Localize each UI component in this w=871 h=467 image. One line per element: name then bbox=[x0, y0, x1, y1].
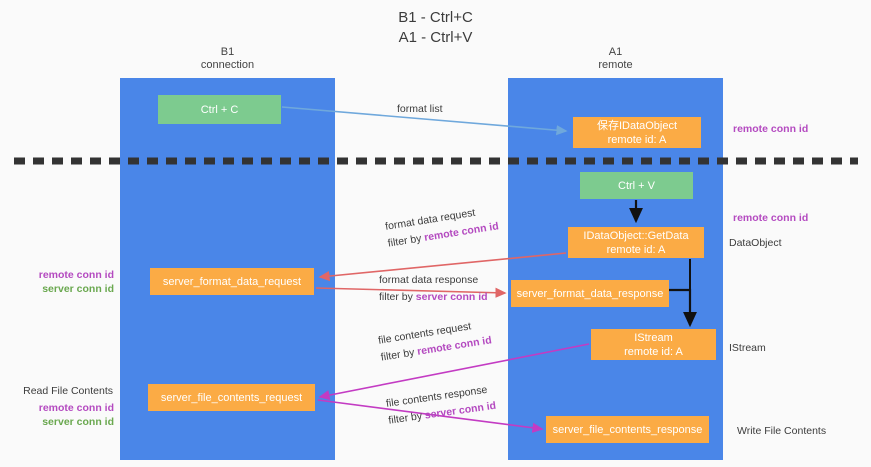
edge-label-format-data-response: format data response filter by server co… bbox=[379, 272, 488, 306]
node-ctrl-v-label: Ctrl + V bbox=[618, 179, 655, 192]
side-label-read-file-contents: Read File Contents bbox=[23, 385, 113, 397]
edge-label-format-data-response-line1: format data response bbox=[379, 274, 479, 286]
node-server-format-data-response-label: server_format_data_response bbox=[516, 287, 664, 300]
node-idataobject-getdata[interactable]: IDataObject::GetData remote id: A bbox=[568, 227, 704, 258]
page-title: B1 - Ctrl+C A1 - Ctrl+V bbox=[0, 8, 871, 48]
node-save-idataobject[interactable]: 保存IDataObject remote id: A bbox=[573, 117, 701, 148]
edge-label-file-contents-request: file contents request filter by remote c… bbox=[377, 315, 493, 366]
side-label-dataobject: DataObject bbox=[729, 237, 782, 249]
edge-label-format-data-request-prefix: filter by bbox=[386, 232, 426, 250]
lane-header-a1-name: A1 bbox=[608, 46, 623, 58]
node-server-file-contents-request[interactable]: server_file_contents_request bbox=[148, 384, 315, 411]
side-label-write-file-contents: Write File Contents bbox=[737, 425, 827, 437]
node-server-format-data-response[interactable]: server_format_data_response bbox=[511, 280, 669, 307]
edge-label-format-data-response-prefix: filter by bbox=[379, 291, 416, 303]
node-istream-sub: remote id: A bbox=[624, 345, 683, 358]
node-ctrl-v[interactable]: Ctrl + V bbox=[580, 172, 693, 199]
edge-label-format-list-line1: format list bbox=[397, 103, 443, 115]
node-idataobject-getdata-sub: remote id: A bbox=[606, 243, 666, 256]
node-save-idataobject-label: 保存IDataObject bbox=[596, 119, 678, 132]
side-label-remote-conn-id-top: remote conn id bbox=[733, 123, 809, 135]
edge-label-format-data-response-accent: server conn id bbox=[415, 291, 488, 303]
node-idataobject-getdata-label: IDataObject::GetData bbox=[583, 229, 689, 242]
lane-header-b1-name: B1 bbox=[220, 46, 235, 58]
edge-label-file-contents-response-prefix: filter by bbox=[387, 409, 426, 427]
side-label-remote-conn-id-mid: remote conn id bbox=[733, 212, 809, 224]
edge-label-format-list: format list bbox=[397, 101, 443, 118]
lane-header-b1: B1 connection bbox=[120, 46, 335, 72]
side-label-istream: IStream bbox=[729, 342, 766, 354]
side-label-left-server-conn-id-1: server conn id bbox=[42, 283, 114, 295]
title-line-1: B1 - Ctrl+C bbox=[398, 9, 473, 26]
side-label-left-remote-conn-id-2: remote conn id bbox=[38, 402, 114, 414]
edge-label-format-data-request: format data request filter by remote con… bbox=[384, 201, 500, 252]
title-line-2: A1 - Ctrl+V bbox=[398, 29, 473, 46]
node-server-file-contents-response-label: server_file_contents_response bbox=[552, 423, 703, 436]
side-label-left-conn-ids-1: remote conn id server conn id bbox=[22, 268, 114, 296]
node-server-file-contents-request-label: server_file_contents_request bbox=[160, 391, 303, 404]
lane-header-b1-sub: connection bbox=[200, 59, 255, 71]
node-server-format-data-request-label: server_format_data_request bbox=[162, 275, 302, 288]
node-server-format-data-request[interactable]: server_format_data_request bbox=[150, 268, 314, 295]
node-save-idataobject-sub: remote id: A bbox=[607, 133, 667, 146]
lane-header-a1: A1 remote bbox=[508, 46, 723, 72]
node-ctrl-c-label: Ctrl + C bbox=[200, 103, 239, 116]
node-ctrl-c[interactable]: Ctrl + C bbox=[158, 95, 281, 124]
node-istream[interactable]: IStream remote id: A bbox=[591, 329, 716, 360]
edge-label-file-contents-request-prefix: filter by bbox=[379, 346, 419, 364]
side-label-left-server-conn-id-2: server conn id bbox=[42, 416, 114, 428]
node-istream-label: IStream bbox=[634, 331, 673, 344]
lane-header-a1-sub: remote bbox=[598, 59, 633, 71]
node-server-file-contents-response[interactable]: server_file_contents_response bbox=[546, 416, 709, 443]
edge-label-file-contents-response: file contents response filter by server … bbox=[385, 381, 497, 430]
side-label-left-conn-ids-2: remote conn id server conn id bbox=[22, 401, 114, 429]
side-label-left-remote-conn-id-1: remote conn id bbox=[38, 269, 114, 281]
